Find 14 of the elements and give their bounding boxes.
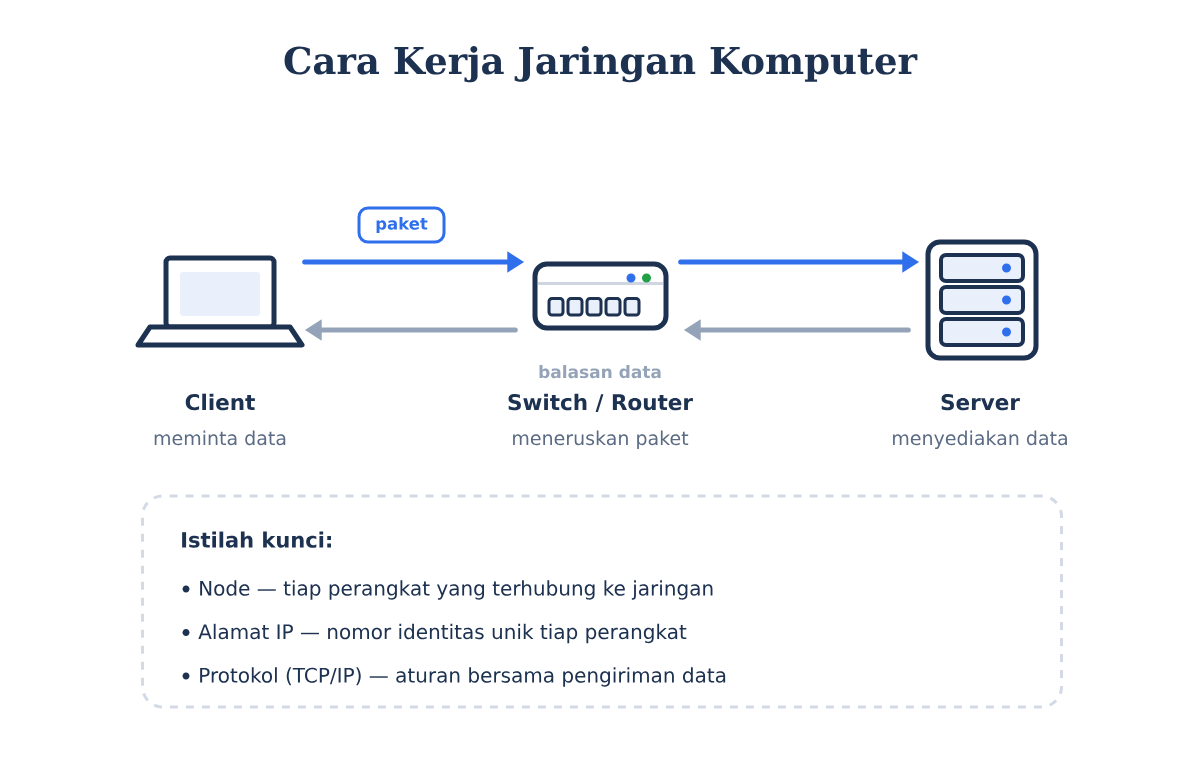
device-name: Server (941, 394, 1020, 411)
device-caption: meminta data (154, 430, 286, 446)
device-caption: meneruskan paket (513, 430, 689, 449)
list-item: Alamat IP — nomor identitas unik tiap perangkat (198, 623, 687, 644)
dashed-panel (141, 494, 1063, 709)
edge-label: paket (357, 206, 446, 244)
title: Cara Kerja Jaringan Komputer (284, 45, 918, 83)
list-item: Protokol (TCP/IP) — aturan bersama pengiriman data (200, 667, 726, 687)
device-name: Switch / Router (508, 393, 693, 412)
list-item: Node — tiap perangkat yang terhubung ke jaringan (200, 580, 713, 600)
device-name: Client (185, 393, 255, 411)
device-caption: menyediakan data (893, 430, 1067, 449)
flow-label: balasan data (539, 365, 661, 379)
panel-heading: Istilah kunci: (182, 531, 331, 548)
